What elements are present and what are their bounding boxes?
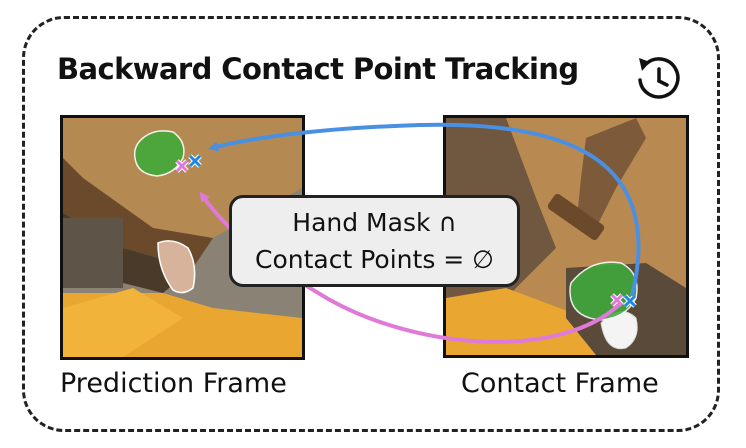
pred-contact-magenta-marker	[175, 159, 189, 173]
history-icon	[630, 52, 686, 102]
blue-tracking-arrow	[208, 122, 641, 297]
condition-box: Hand Mask ∩ Contact Points = ∅	[229, 195, 520, 287]
condition-line-1: Hand Mask ∩	[292, 208, 457, 237]
dashed-frame	[22, 16, 720, 432]
contact-frame-caption: Contact Frame	[461, 368, 659, 399]
contact-contact-blue-marker	[623, 294, 637, 308]
prediction-frame-caption: Prediction Frame	[60, 368, 287, 399]
condition-line-2: Contact Points = ∅	[255, 245, 494, 274]
contact-contact-magenta-marker	[610, 293, 624, 307]
page-title: Backward Contact Point Tracking	[57, 52, 579, 86]
pred-contact-blue-marker	[188, 154, 202, 168]
pred-object-mask	[133, 130, 185, 177]
